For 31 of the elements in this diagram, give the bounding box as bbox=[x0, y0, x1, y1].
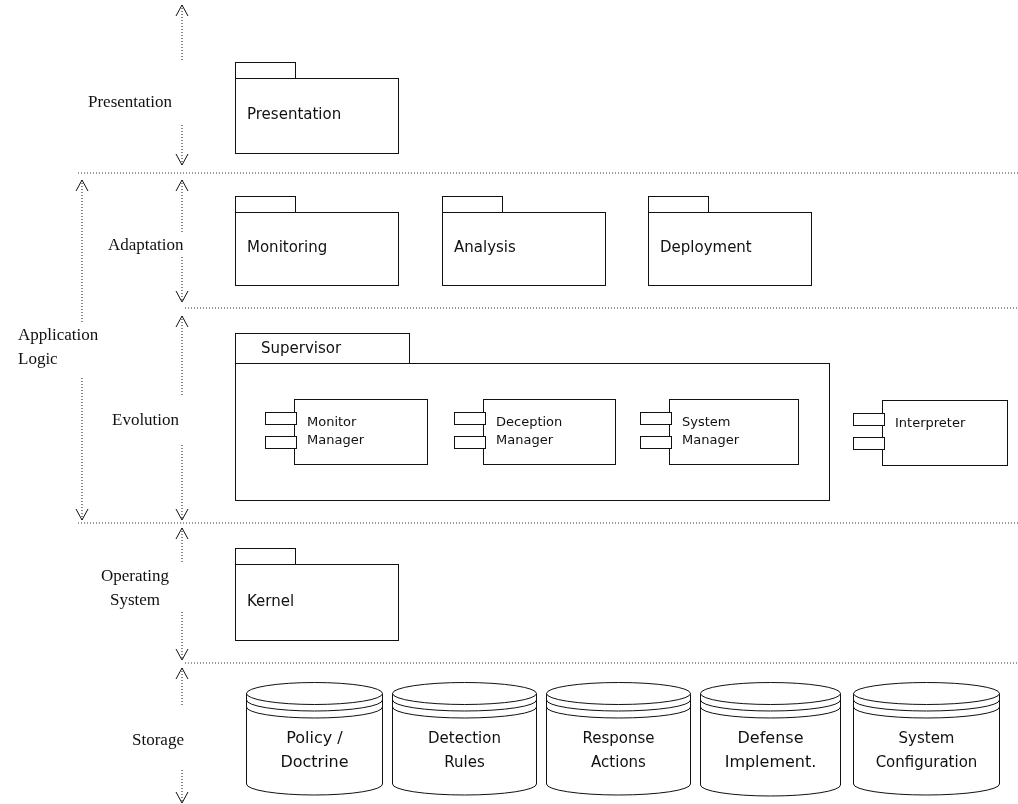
storage-name: System Configuration bbox=[874, 728, 979, 773]
package-box bbox=[648, 196, 812, 286]
database-cylinder bbox=[546, 682, 691, 795]
package-name: Presentation bbox=[247, 105, 342, 124]
component-box bbox=[265, 399, 428, 465]
storage-name: Policy / Doctrine bbox=[279, 727, 350, 773]
database-cylinder bbox=[700, 682, 841, 796]
database-cylinder bbox=[853, 682, 1000, 795]
package-box bbox=[235, 62, 399, 154]
package-name: Monitoring bbox=[247, 238, 328, 257]
package-name: Analysis bbox=[454, 238, 516, 257]
component-name: Deception Manager bbox=[496, 413, 564, 449]
storage-name: Defense Implement. bbox=[723, 727, 818, 773]
component-name: Interpreter bbox=[895, 414, 967, 432]
package-box bbox=[442, 196, 606, 286]
package-name: Supervisor bbox=[261, 339, 342, 358]
storage-name: Response Actions bbox=[581, 728, 656, 773]
database-cylinder bbox=[392, 682, 537, 795]
component-name: System Manager bbox=[682, 413, 740, 449]
component-name: Monitor Manager bbox=[307, 413, 365, 449]
database-cylinder bbox=[246, 682, 383, 795]
package-box bbox=[235, 196, 399, 286]
package-box bbox=[235, 548, 399, 641]
package-box bbox=[235, 333, 830, 501]
component-box bbox=[640, 399, 799, 465]
package-name: Kernel bbox=[247, 591, 295, 611]
package-name: Deployment bbox=[660, 238, 752, 257]
layer-label: Adaptation bbox=[108, 233, 184, 257]
storage-name: Detection Rules bbox=[427, 728, 502, 773]
component-box bbox=[454, 399, 616, 465]
component-box bbox=[853, 400, 1008, 466]
